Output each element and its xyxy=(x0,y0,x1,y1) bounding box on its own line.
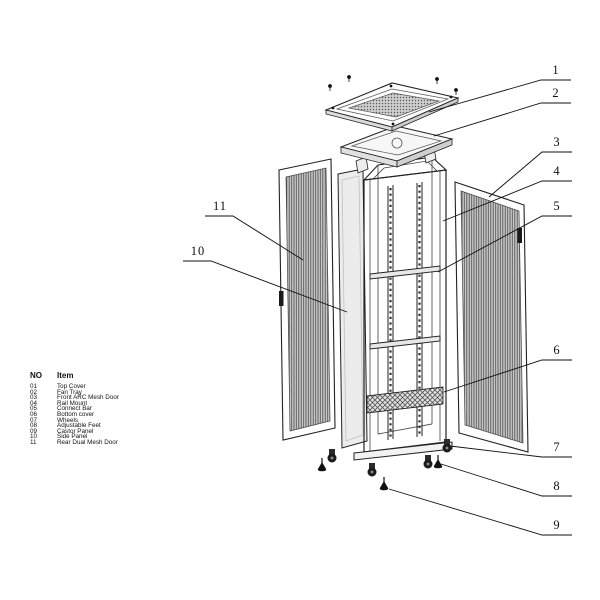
adjustable-feet xyxy=(317,455,443,491)
legend-item: Fan Tray xyxy=(57,388,82,396)
castor-panel xyxy=(353,441,453,461)
legend-no: 09 xyxy=(30,427,38,435)
rear-door-handle xyxy=(279,291,284,306)
callout-label-8: 8 xyxy=(553,479,561,493)
bottom-cover xyxy=(366,386,444,414)
rear-dual-mesh-door xyxy=(278,158,336,441)
rack-frame xyxy=(362,156,448,453)
callout-label-7: 7 xyxy=(553,440,561,454)
fan-tray xyxy=(339,125,454,168)
legend-item: Front ARC Mesh Door xyxy=(57,394,119,402)
wheels xyxy=(327,439,452,477)
leader-11 xyxy=(205,215,304,261)
callout-label-9: 9 xyxy=(553,518,561,532)
screws xyxy=(328,75,458,95)
leader-9 xyxy=(388,488,572,536)
front-arc-mesh-door xyxy=(454,181,529,453)
legend-no: 02 xyxy=(30,388,38,396)
caster xyxy=(327,449,337,463)
legend-row: 08 Adjustable Feet xyxy=(30,423,160,429)
legend-item: Connect Bar xyxy=(57,405,93,413)
leader-2 xyxy=(433,102,571,137)
callout-label-6: 6 xyxy=(553,343,561,357)
callout-label-2: 2 xyxy=(552,86,560,100)
caster xyxy=(442,439,452,453)
legend-row: 04 Rail Mount xyxy=(30,399,160,407)
front-door-handle xyxy=(517,228,522,243)
legend-item: Castor Panel xyxy=(57,427,94,435)
legend-row: 03 Front ARC Mesh Door xyxy=(30,395,160,401)
leader-10 xyxy=(183,260,348,313)
parts-legend: NO Item 01 Top Cover 02 Fan Tray 03 Fron… xyxy=(30,371,160,446)
leader-3 xyxy=(488,151,572,198)
leader-4 xyxy=(442,180,572,222)
legend-item: Rail Mount xyxy=(57,399,88,407)
legend-row: 02 Fan Tray xyxy=(30,388,160,396)
leader-5 xyxy=(437,215,572,273)
legend-no: 11 xyxy=(30,438,37,446)
legend-item: Top Cover xyxy=(57,383,86,390)
callout-label-11: 11 xyxy=(212,199,228,213)
legend-row: 05 Connect Bar xyxy=(30,406,160,412)
leader-8 xyxy=(440,463,572,497)
callout-label-1: 1 xyxy=(552,63,560,77)
legend-no: 01 xyxy=(30,383,38,390)
leader-lines xyxy=(183,79,572,536)
legend-header-item: Item xyxy=(57,371,74,380)
legend-no: 03 xyxy=(30,394,38,402)
callout-label-3: 3 xyxy=(553,135,561,149)
foot xyxy=(379,477,389,491)
legend-row: 01 Top Cover xyxy=(30,384,160,390)
legend-no: 06 xyxy=(30,410,38,418)
foot xyxy=(433,455,443,469)
legend-item: Adjustable Feet xyxy=(57,422,101,430)
leader-1 xyxy=(428,79,571,113)
legend-no: 07 xyxy=(30,416,38,424)
legend-header-no: NO xyxy=(30,371,42,380)
legend-no: 04 xyxy=(30,399,38,407)
callout-label-5: 5 xyxy=(553,199,561,213)
caster xyxy=(423,455,433,469)
legend-row: 10 Side Panel xyxy=(30,434,160,440)
legend-item: Side Panel xyxy=(57,433,88,441)
caster xyxy=(367,463,377,477)
side-panel xyxy=(337,168,368,449)
connect-bar xyxy=(369,265,441,350)
legend-header: NO Item xyxy=(30,371,160,380)
foot xyxy=(317,458,327,472)
leader-6 xyxy=(443,359,572,393)
legend-item: Bottom cover xyxy=(57,410,95,418)
legend-row: 06 Bottom cover xyxy=(30,412,160,418)
top-cover-vent xyxy=(347,92,441,118)
top-cover xyxy=(324,82,460,132)
legend-row: 07 Wheels xyxy=(30,416,160,424)
legend-no: 10 xyxy=(30,433,38,441)
legend-item: Rear Dual Mesh Door xyxy=(57,438,118,446)
callout-label-10: 10 xyxy=(190,244,206,258)
legend-item: Wheels xyxy=(57,416,78,424)
legend-row: 11 Rear Dual Mesh Door xyxy=(30,440,160,446)
legend-row: 09 Castor Panel xyxy=(30,427,160,435)
fan-opening xyxy=(391,137,403,149)
legend-no: 05 xyxy=(30,405,38,413)
callout-label-4: 4 xyxy=(553,164,561,178)
leader-7 xyxy=(449,445,572,458)
legend-no: 08 xyxy=(30,422,38,430)
